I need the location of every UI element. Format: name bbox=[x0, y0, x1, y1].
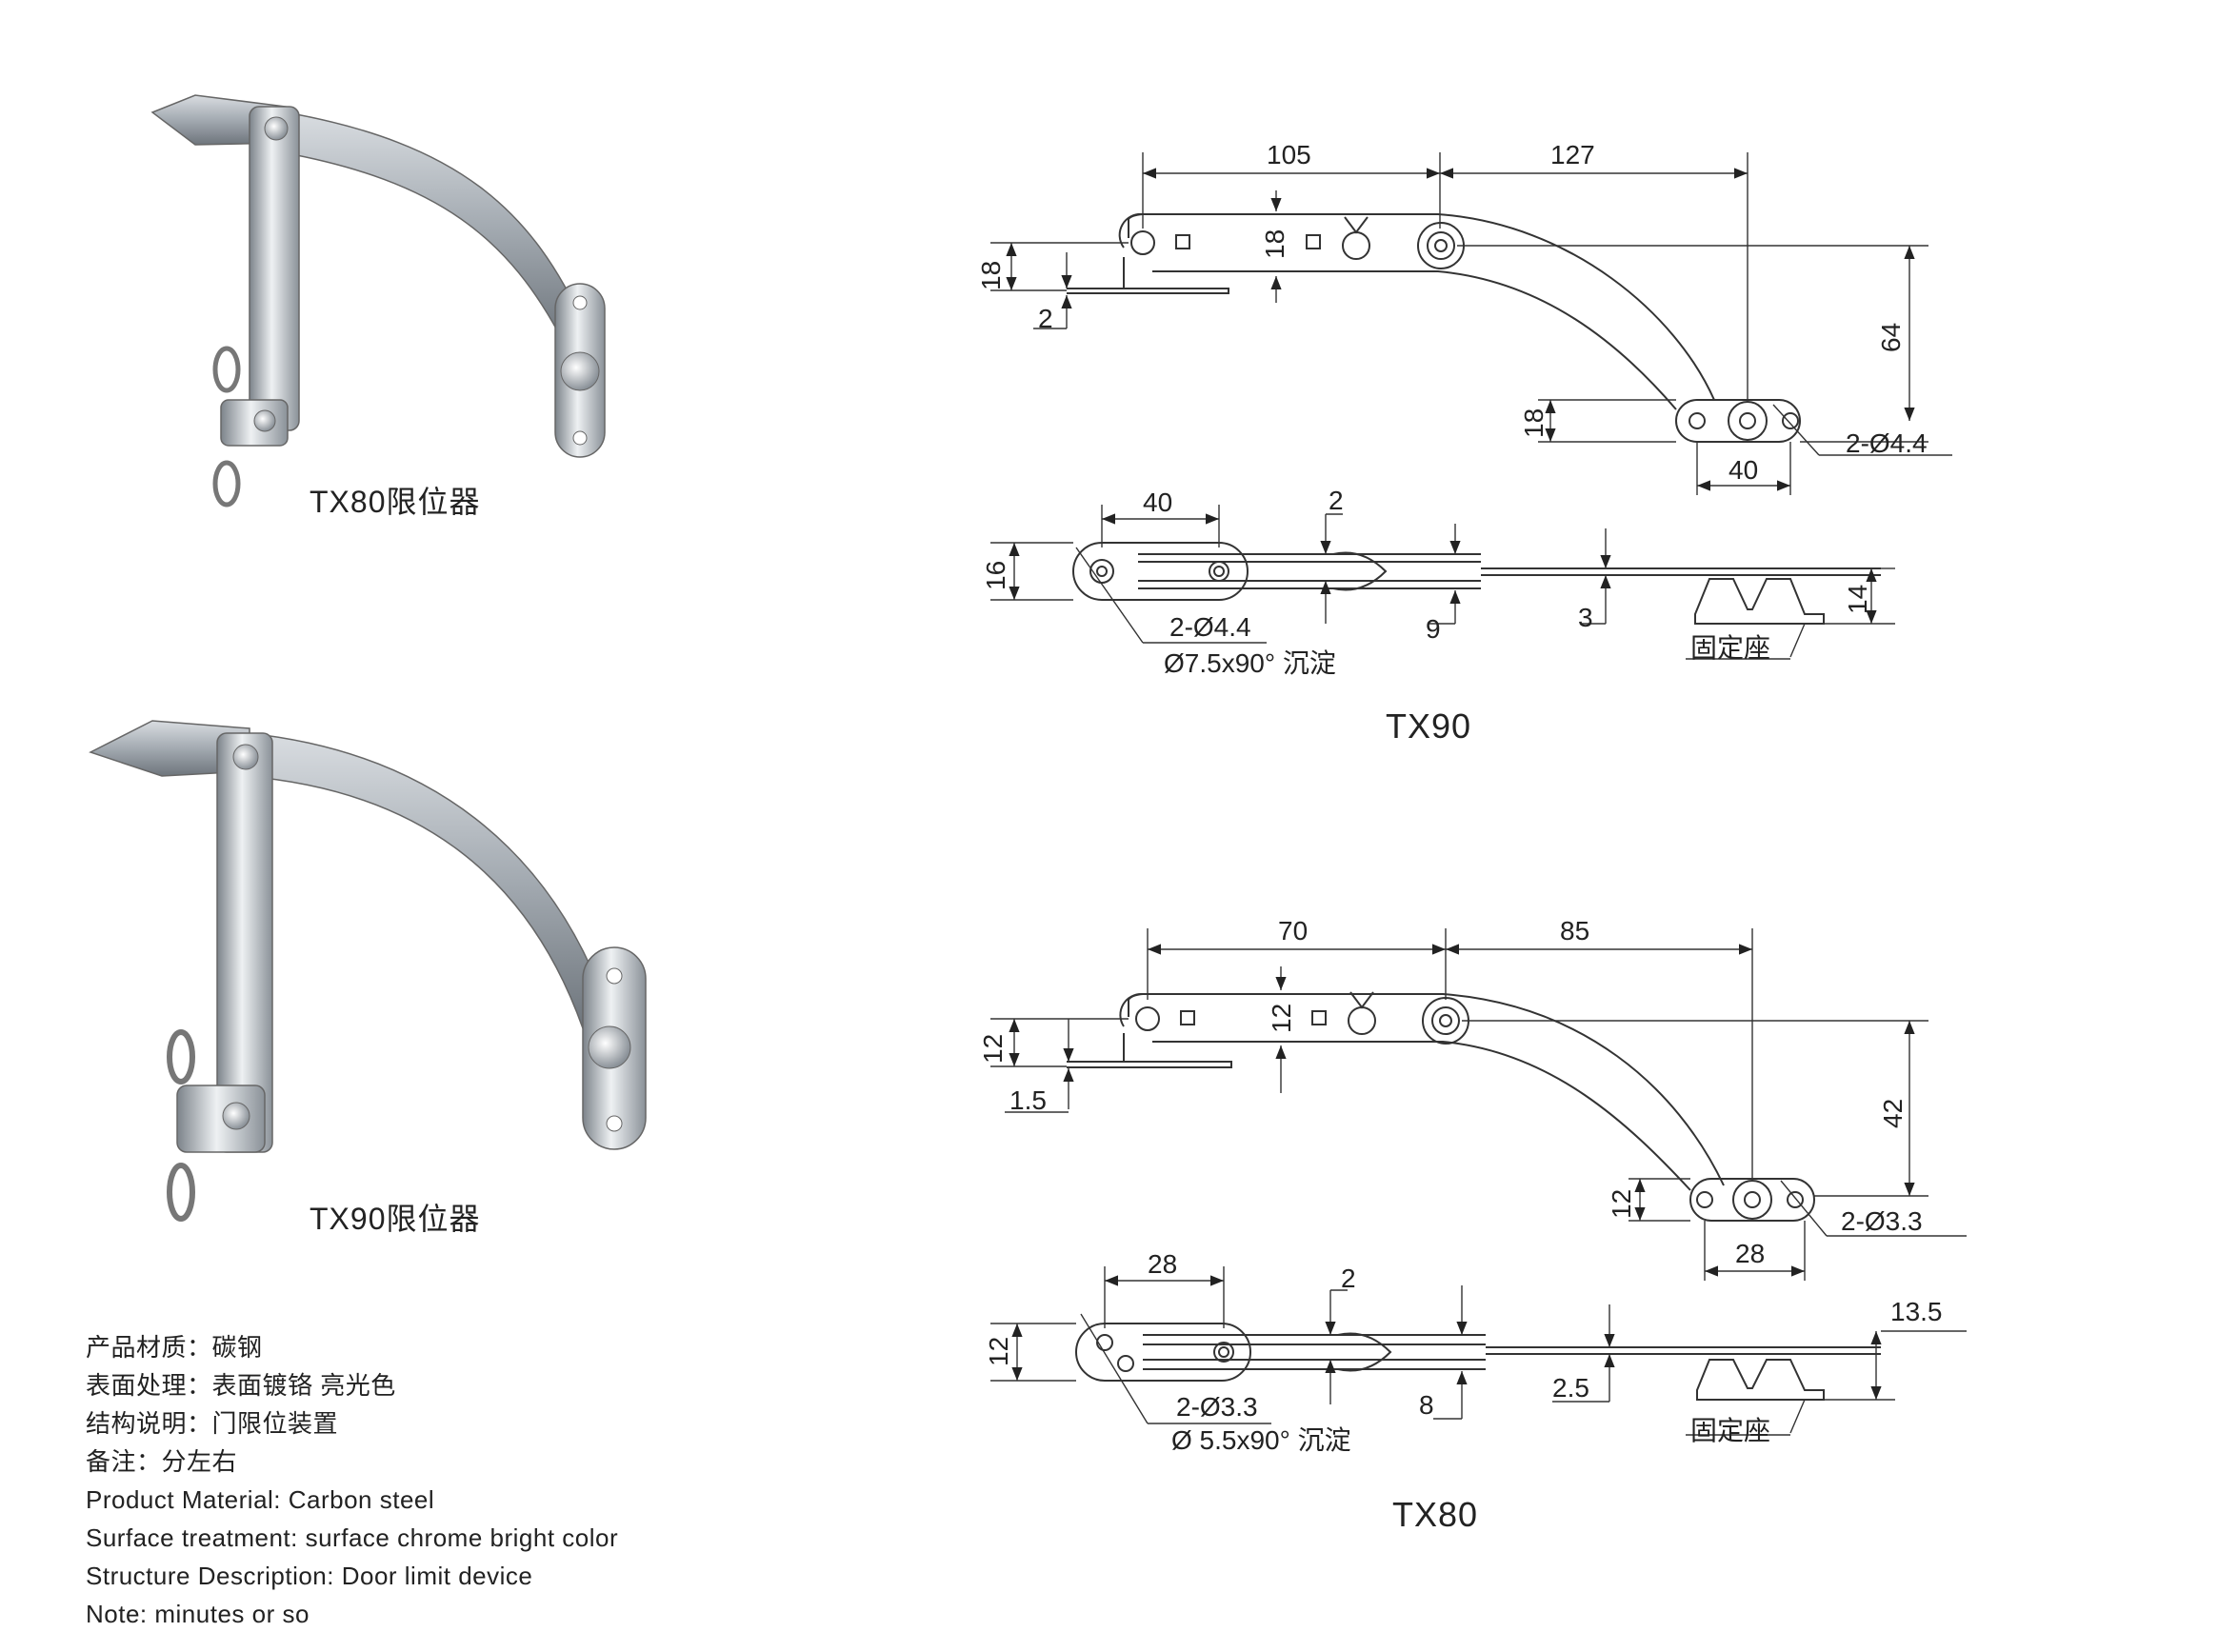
dim-label: 12 bbox=[1267, 1004, 1296, 1033]
dim-label: 2.5 bbox=[1552, 1373, 1589, 1403]
dim-label: 18 bbox=[1260, 229, 1289, 259]
dim-label: 2 bbox=[1329, 486, 1344, 515]
spec-line: 结构说明：门限位装置 bbox=[86, 1409, 339, 1438]
dim-label: 13.5 bbox=[1890, 1297, 1943, 1326]
tx90-top-view bbox=[990, 152, 1952, 495]
spec-line: 表面处理：表面镀铬 亮光色 bbox=[86, 1371, 396, 1400]
tx80-photo-caption: TX80限位器 bbox=[310, 485, 481, 519]
dim-label: 8 bbox=[1419, 1390, 1434, 1420]
dim-label: 2-Ø4.4 bbox=[1846, 428, 1928, 458]
dim-label: 40 bbox=[1143, 488, 1172, 517]
dim-label: 12 bbox=[1607, 1189, 1636, 1219]
dim-label: 2-Ø3.3 bbox=[1176, 1392, 1258, 1422]
dim-label: 28 bbox=[1148, 1249, 1177, 1279]
dim-label: 42 bbox=[1878, 1099, 1908, 1128]
tx80-side-view bbox=[990, 1266, 1967, 1436]
spec-line: Structure Description: Door limit device bbox=[86, 1562, 533, 1590]
dim-label: 12 bbox=[978, 1034, 1008, 1064]
tx80-model-label: TX80 bbox=[1392, 1495, 1479, 1534]
dim-label: 16 bbox=[981, 561, 1010, 590]
spec-list: 产品材质：碳钢 表面处理：表面镀铬 亮光色 结构说明：门限位装置 备注：分左右 … bbox=[86, 1328, 618, 1633]
spec-line: Note: minutes or so bbox=[86, 1600, 310, 1628]
tx90-model-label: TX90 bbox=[1386, 707, 1472, 746]
tx90-photo bbox=[89, 720, 647, 1222]
seat-label: 固定座 bbox=[1690, 633, 1770, 663]
dim-label: Ø7.5x90° 沉淀 bbox=[1164, 648, 1336, 678]
seat-label: 固定座 bbox=[1690, 1416, 1770, 1445]
dim-label: 2-Ø3.3 bbox=[1841, 1206, 1923, 1236]
tx80-photo bbox=[150, 94, 606, 508]
dim-label: Ø 5.5x90° 沉淀 bbox=[1171, 1425, 1351, 1455]
spec-line: 备注：分左右 bbox=[86, 1447, 238, 1476]
dim-label: 40 bbox=[1728, 455, 1758, 485]
spec-line: 产品材质：碳钢 bbox=[86, 1333, 263, 1362]
dim-label: 85 bbox=[1560, 916, 1589, 945]
dim-label: 18 bbox=[1519, 408, 1549, 438]
dim-label: 12 bbox=[984, 1337, 1013, 1366]
dim-label: 2 bbox=[1341, 1264, 1356, 1293]
tx90-side-view bbox=[990, 505, 1895, 660]
dim-label: 2-Ø4.4 bbox=[1169, 612, 1251, 642]
dim-label: 14 bbox=[1843, 585, 1872, 614]
dim-label: 9 bbox=[1426, 614, 1441, 644]
dim-label: 3 bbox=[1578, 603, 1593, 632]
spec-line: Surface treatment: surface chrome bright… bbox=[86, 1523, 619, 1552]
dim-label: 127 bbox=[1550, 140, 1595, 169]
tx80-top-view bbox=[990, 928, 1967, 1281]
dim-label: 105 bbox=[1267, 140, 1311, 169]
dim-label: 70 bbox=[1278, 916, 1308, 945]
dim-label: 2 bbox=[1038, 304, 1053, 333]
tx90-photo-caption: TX90限位器 bbox=[310, 1202, 481, 1236]
dim-label: 28 bbox=[1735, 1239, 1765, 1268]
dim-label: 64 bbox=[1876, 323, 1906, 352]
dim-label: 18 bbox=[976, 261, 1006, 290]
dim-label: 1.5 bbox=[1009, 1085, 1047, 1115]
spec-line: Product Material: Carbon steel bbox=[86, 1485, 435, 1514]
